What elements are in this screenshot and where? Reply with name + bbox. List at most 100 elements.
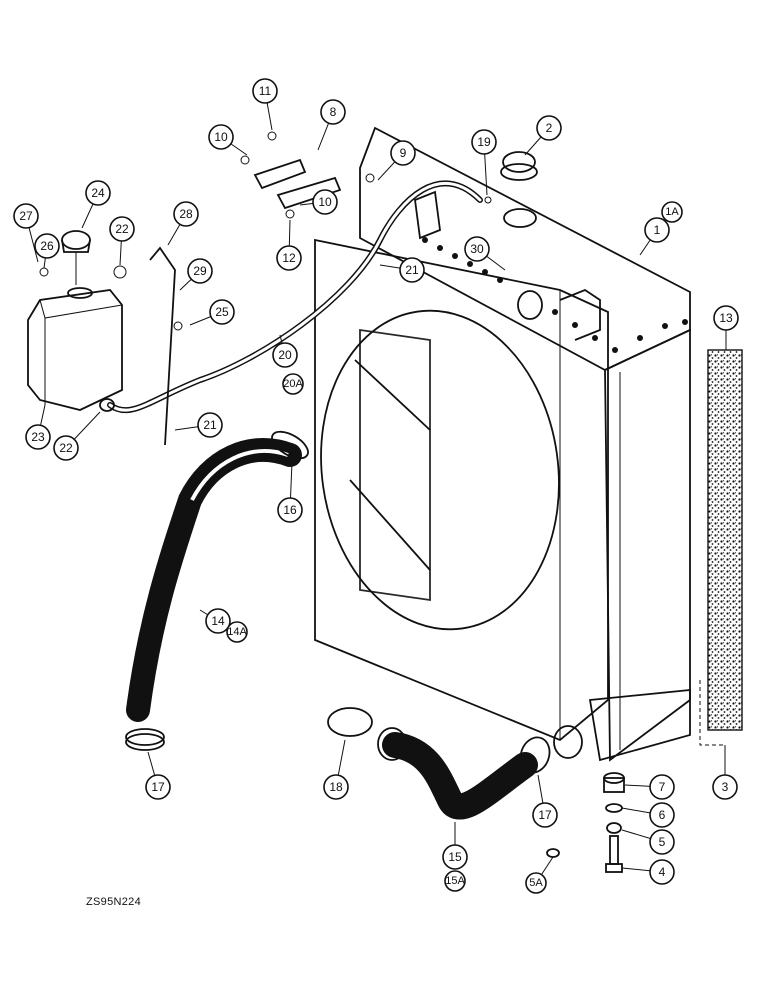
radiator-assembly <box>359 126 691 762</box>
callout-label: 26 <box>40 239 54 253</box>
callout-label: 3 <box>722 780 729 794</box>
callout-c17a: 17 <box>145 774 171 800</box>
callout-c16: 16 <box>277 497 303 523</box>
callout-c10a: 10 <box>208 124 234 150</box>
callout-label: 14A <box>227 626 247 638</box>
callout-label: 20A <box>283 378 303 390</box>
callout-c15: 15 <box>442 844 468 870</box>
callout-circle <box>323 774 349 800</box>
callout-c19: 19 <box>471 129 497 155</box>
mounting-pads <box>253 158 342 210</box>
callout-c28: 28 <box>173 201 199 227</box>
side-seal-strip <box>707 349 743 731</box>
callout-c13: 13 <box>713 305 739 331</box>
callout-c30: 30 <box>464 236 490 262</box>
callout-circle <box>282 373 304 395</box>
callout-circle <box>471 129 497 155</box>
callout-circle <box>197 412 223 438</box>
callout-label: 5 <box>659 835 666 849</box>
callout-circle <box>226 621 248 643</box>
callout-c27: 27 <box>13 203 39 229</box>
callout-circle <box>187 258 213 284</box>
callout-label: 2 <box>546 121 553 135</box>
callout-label: 7 <box>659 780 666 794</box>
callout-c5a: 5A <box>525 872 547 894</box>
callout-circle <box>649 774 675 800</box>
callout-circle <box>320 99 346 125</box>
callout-c1a: 1A <box>661 201 683 223</box>
callout-circle <box>277 497 303 523</box>
callout-circle <box>712 774 738 800</box>
callout-circle <box>649 859 675 885</box>
callout-c3: 3 <box>712 774 738 800</box>
callout-label: 23 <box>31 430 45 444</box>
mount-hardware <box>546 772 625 873</box>
callout-c17b: 17 <box>532 802 558 828</box>
callout-label: 15 <box>448 850 462 864</box>
callout-c21a: 21 <box>399 257 425 283</box>
callout-label: 10 <box>214 130 228 144</box>
callout-label: 21 <box>405 263 419 277</box>
callout-c2: 2 <box>536 115 562 141</box>
callout-label: 24 <box>91 186 105 200</box>
callout-circle <box>208 124 234 150</box>
callout-circle <box>644 217 670 243</box>
callout-circle <box>399 257 425 283</box>
callout-c29: 29 <box>187 258 213 284</box>
reservoir-cap <box>61 230 91 285</box>
callout-circle <box>649 802 675 828</box>
callout-c8: 8 <box>320 99 346 125</box>
callout-label: 6 <box>659 808 666 822</box>
callout-c12: 12 <box>276 245 302 271</box>
callout-c18: 18 <box>323 774 349 800</box>
callout-label: 16 <box>283 503 297 517</box>
callout-circle <box>536 115 562 141</box>
callout-label: 9 <box>400 146 407 160</box>
callout-label: 10 <box>318 195 332 209</box>
callout-circle <box>272 342 298 368</box>
callout-label: 8 <box>330 105 337 119</box>
callout-c5: 5 <box>649 829 675 855</box>
callout-label: 5A <box>529 877 543 889</box>
callout-c22b: 22 <box>53 435 79 461</box>
callout-circle <box>173 201 199 227</box>
callout-label: 22 <box>115 222 129 236</box>
callout-circle <box>276 245 302 271</box>
callout-c20a: 20A <box>282 373 304 395</box>
radiator-cap <box>500 151 538 181</box>
callout-circle <box>13 203 39 229</box>
callout-label: 27 <box>19 209 33 223</box>
callout-label: 18 <box>329 780 343 794</box>
callout-label: 1 <box>654 223 661 237</box>
callout-circle <box>442 844 468 870</box>
lower-hose <box>382 732 538 820</box>
callout-label: 25 <box>215 305 229 319</box>
callout-c15a: 15A <box>444 870 466 892</box>
upper-hose <box>126 438 302 722</box>
callout-c14: 14 <box>205 608 231 634</box>
callout-circle <box>525 872 547 894</box>
callout-circle <box>109 216 135 242</box>
callout-label: 17 <box>538 808 552 822</box>
callout-c23: 23 <box>25 424 51 450</box>
callout-circle <box>209 299 235 325</box>
callout-circle <box>34 233 60 259</box>
callout-label: 22 <box>59 441 73 455</box>
callout-circle <box>390 140 416 166</box>
callout-c22a: 22 <box>109 216 135 242</box>
callout-circle <box>713 305 739 331</box>
callout-label: 28 <box>179 207 193 221</box>
callout-circle <box>661 201 683 223</box>
callout-circle <box>464 236 490 262</box>
callout-circle <box>145 774 171 800</box>
callout-c1: 1 <box>644 217 670 243</box>
callout-c24: 24 <box>85 180 111 206</box>
callout-c7: 7 <box>649 774 675 800</box>
callout-label: 30 <box>470 242 484 256</box>
callout-c11: 11 <box>252 78 278 104</box>
callout-c21b: 21 <box>197 412 223 438</box>
callout-circle <box>312 189 338 215</box>
callout-label: 19 <box>477 135 491 149</box>
callout-c14a: 14A <box>226 621 248 643</box>
